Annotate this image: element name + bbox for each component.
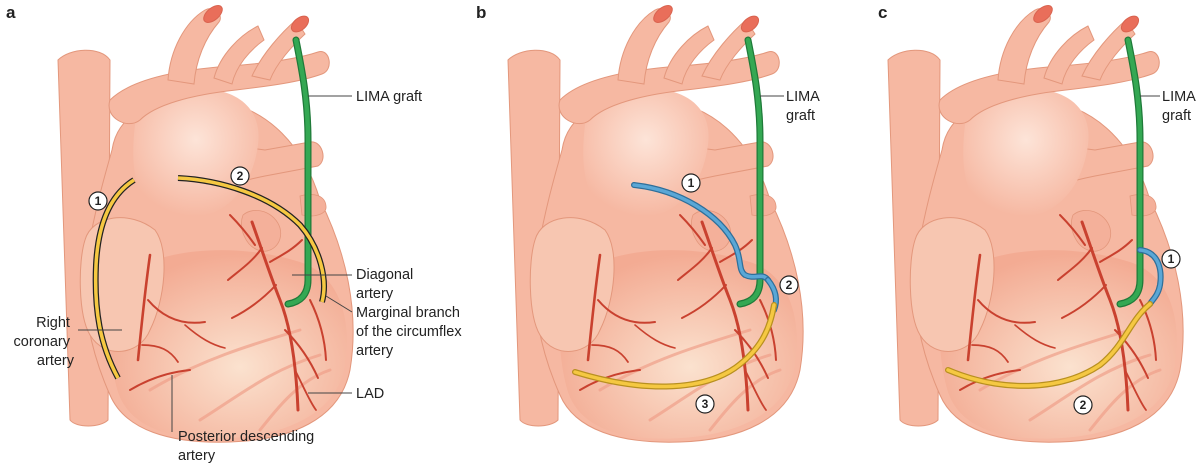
svg-text:2: 2 <box>786 278 793 292</box>
panel-b-letter: b <box>476 3 486 22</box>
panel-b: b 1 2 3 LIMA graft <box>476 0 823 444</box>
svg-text:1: 1 <box>95 194 102 208</box>
panel-a-marker-2: 2 <box>230 166 250 186</box>
label-lima-graft-b: LIMA graft <box>786 89 823 124</box>
panel-a-marker-1: 1 <box>88 191 108 211</box>
svg-text:1: 1 <box>1168 252 1175 266</box>
label-right-coronary-artery: Right coronary artery <box>14 315 75 369</box>
svg-text:2: 2 <box>1080 398 1087 412</box>
panel-c-letter: c <box>878 3 887 22</box>
svg-text:2: 2 <box>237 169 244 183</box>
panel-c-marker-1: 1 <box>1161 249 1181 269</box>
label-lad: LAD <box>356 386 384 402</box>
svg-text:3: 3 <box>702 397 709 411</box>
label-diagonal-artery: Diagonal artery <box>356 267 417 302</box>
svg-text:1: 1 <box>688 176 695 190</box>
panel-c-marker-2: 2 <box>1073 395 1093 415</box>
panel-b-marker-2: 2 <box>779 275 799 295</box>
panel-c: c 1 2 LIMA graft <box>878 0 1199 444</box>
panel-b-marker-3: 3 <box>695 394 715 414</box>
panel-a: a 1 2 LIMA graft Diagonal <box>6 0 466 464</box>
panel-b-marker-1: 1 <box>681 173 701 193</box>
label-lima-graft-c: LIMA graft <box>1162 89 1199 124</box>
label-lima-graft-a: LIMA graft <box>356 89 422 105</box>
label-marginal-branch: Marginal branch of the circumflex artery <box>356 305 466 359</box>
label-posterior-descending-artery: Posterior descending artery <box>178 429 318 464</box>
panel-a-letter: a <box>6 3 16 22</box>
